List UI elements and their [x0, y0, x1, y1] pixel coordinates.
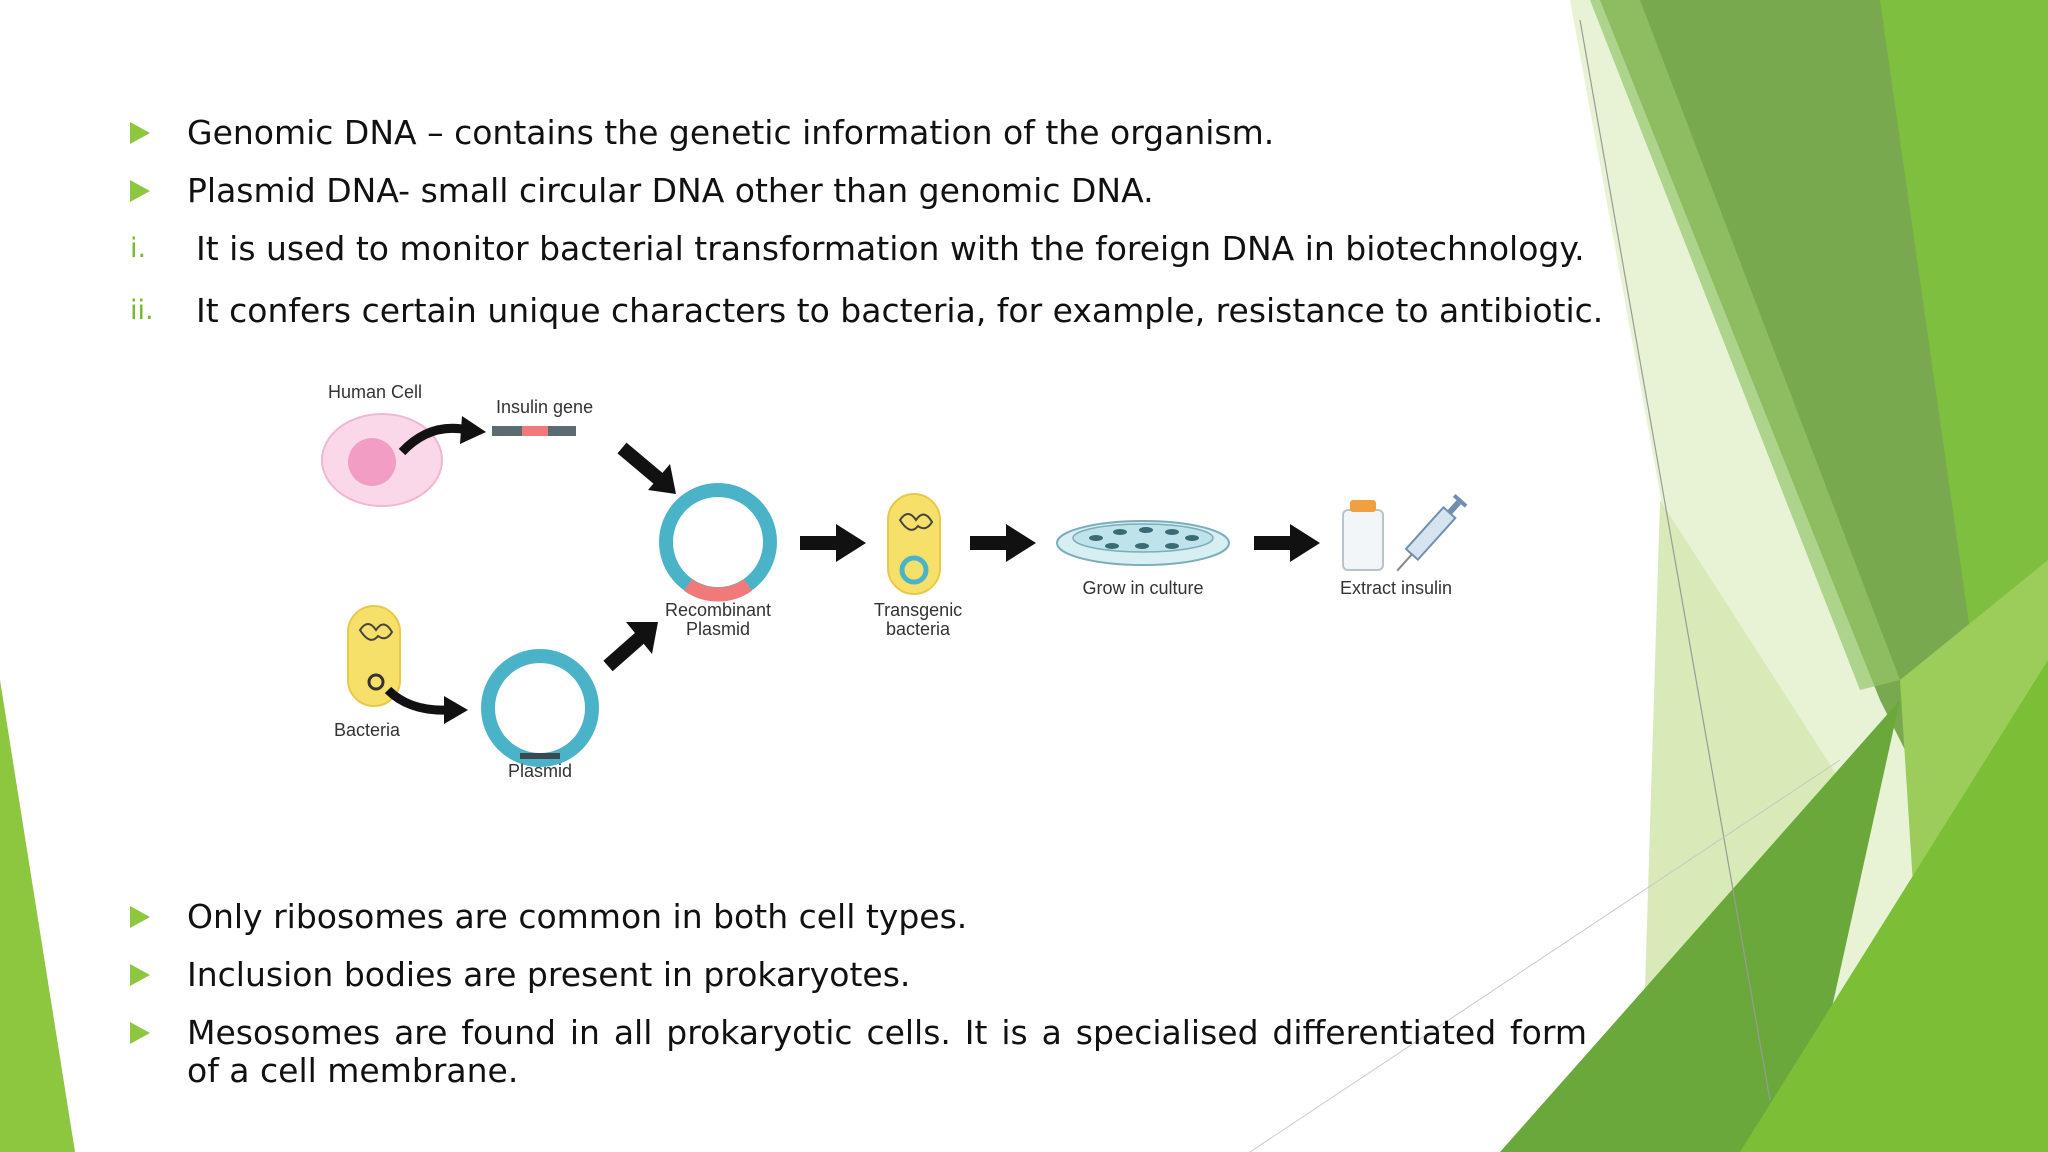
- plasmid-ring-small: [367, 673, 385, 691]
- bg-thin-line: [1579, 19, 1771, 1101]
- bullet-text: Genomic DNA – contains the genetic infor…: [187, 113, 1275, 152]
- bullet-text: Plasmid DNA- small circular DNA other th…: [187, 171, 1154, 210]
- label-transgenic: Transgenic: [874, 600, 962, 620]
- arrow-head: [1290, 524, 1320, 562]
- bullet-item: Genomic DNA – contains the genetic infor…: [130, 114, 1274, 152]
- arrow-head: [1006, 524, 1036, 562]
- bg-bottom-right-green: [1740, 660, 2048, 1152]
- bullet-text: Mesosomes are found in all prokaryotic c…: [187, 1013, 1587, 1090]
- bullet-triangle-icon: [130, 180, 150, 202]
- arrow-icon: [970, 536, 1010, 550]
- arrow-icon: [398, 423, 469, 456]
- arrow-head: [836, 524, 866, 562]
- insulin-production-diagram: Human Cell Insulin gene Recombinant Plas…: [321, 382, 1468, 781]
- dna-squiggle: [898, 513, 934, 531]
- bullet-triangle-icon: [130, 122, 150, 144]
- arrow-head: [626, 622, 658, 654]
- bullet-triangle-icon: [130, 1022, 150, 1044]
- numbered-item: ii. It confers certain unique characters…: [130, 292, 1603, 330]
- plasmid-ring-small: [899, 555, 929, 585]
- label-plasmid: Plasmid: [508, 761, 572, 781]
- insulin-vial-icon: [1342, 509, 1384, 571]
- bullet-item: Only ribosomes are common in both cell t…: [130, 898, 967, 936]
- arrow-icon: [603, 630, 647, 672]
- bullet-text: Only ribosomes are common in both cell t…: [187, 897, 968, 936]
- bg-bottom-green: [1500, 700, 1900, 1152]
- insulin-gene-segment: [522, 426, 548, 436]
- item-text: It is used to monitor bacterial transfor…: [196, 229, 1585, 268]
- item-text: It confers certain unique characters to …: [196, 291, 1604, 330]
- dna-squiggle: [358, 623, 394, 641]
- label-recombinant: Recombinant: [665, 600, 771, 620]
- label-human-cell: Human Cell: [328, 382, 422, 402]
- recombinant-insert: [683, 579, 753, 602]
- bullet-text: Inclusion bodies are present in prokaryo…: [187, 955, 911, 994]
- plasmid-icon: [481, 649, 599, 767]
- arrow-head: [648, 464, 676, 494]
- item-numeral: ii.: [130, 295, 154, 326]
- bullet-item: Plasmid DNA- small circular DNA other th…: [130, 172, 1154, 210]
- bullet-triangle-icon: [130, 906, 150, 928]
- bullet-triangle-icon: [130, 964, 150, 986]
- transgenic-bacteria-icon: [887, 493, 941, 595]
- arrow-icon: [1254, 536, 1294, 550]
- label-extract-insulin: Extract insulin: [1340, 578, 1452, 598]
- vial-cap: [1350, 500, 1376, 512]
- arrow-icon: [617, 442, 665, 486]
- arrow-head: [460, 416, 486, 444]
- recombinant-plasmid-icon: [659, 483, 777, 601]
- bacteria-colonies: [1089, 527, 1199, 549]
- bg-mid-band: [1590, 0, 1900, 690]
- label-transgenic-bacteria: bacteria: [886, 619, 951, 639]
- left-green-sliver: [0, 680, 75, 1152]
- human-cell-nucleus: [348, 438, 396, 486]
- arrow-icon: [800, 536, 840, 550]
- bullet-item: Inclusion bodies are present in prokaryo…: [130, 956, 910, 994]
- label-recombinant-plasmid: Plasmid: [686, 619, 750, 639]
- label-bacteria: Bacteria: [334, 720, 401, 740]
- label-insulin-gene: Insulin gene: [496, 397, 593, 417]
- item-numeral: i.: [130, 233, 147, 264]
- syringe-icon: [1396, 493, 1468, 572]
- bg-thin-line: [1249, 759, 1841, 1152]
- numbered-item: i. It is used to monitor bacterial trans…: [130, 230, 1585, 268]
- label-grow-in-culture: Grow in culture: [1082, 578, 1203, 598]
- arrow-icon: [384, 686, 451, 715]
- bullet-item: Mesosomes are found in all prokaryotic c…: [130, 1014, 1587, 1090]
- arrow-head: [444, 696, 468, 724]
